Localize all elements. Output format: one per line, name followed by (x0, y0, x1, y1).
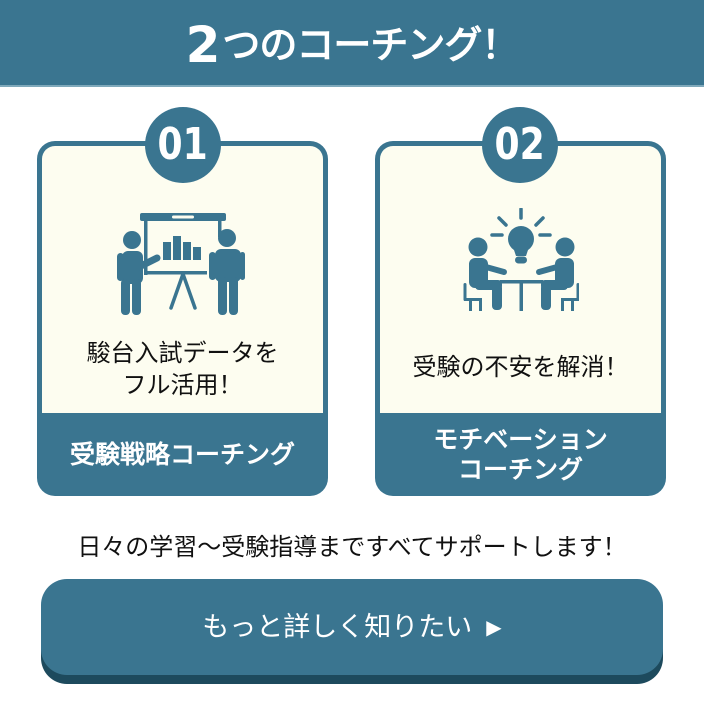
badge-number: 01 (157, 119, 209, 170)
play-arrow-icon: ▶ (486, 615, 502, 639)
number-badge: 01 (145, 107, 221, 183)
badge-number: 02 (494, 119, 546, 170)
card-label-line: コーチング (457, 454, 583, 484)
learn-more-label: もっと詳しく知りたい (202, 611, 473, 643)
support-subtitle: 日々の学習〜受験指導まですべてサポートします！ (77, 533, 627, 561)
card-label: 受験戦略コーチング (37, 413, 328, 496)
presentation-icon (117, 213, 245, 315)
card-description: 駿台入試データを フル活用！ (37, 337, 328, 401)
card-description-line: フル活用！ (122, 371, 243, 399)
card-description-line: 受験の不安を解消！ (412, 353, 629, 381)
card-label-line: モチベーション (433, 424, 608, 454)
coaching-card-motivation: 受験の不安を解消！ モチベーション コーチング (375, 141, 666, 496)
person-right (536, 237, 579, 311)
learn-more-button[interactable]: もっと詳しく知りたい ▶ (41, 579, 663, 675)
page-header: 2 つのコーチング！ (0, 0, 704, 87)
card-label: モチベーション コーチング (375, 413, 666, 496)
number-badge: 02 (482, 107, 558, 183)
page-title: つのコーチング！ (222, 22, 519, 67)
title-number: 2 (185, 15, 221, 74)
person-left (463, 237, 502, 311)
card-description: 受験の不安を解消！ (375, 351, 666, 383)
meeting-idea-icon (463, 208, 579, 311)
card-description-line: 駿台入試データを (86, 339, 279, 367)
card-panel (380, 146, 661, 413)
coaching-card-strategy: 駿台入試データを フル活用！ 受験戦略コーチング (37, 141, 328, 496)
card-label-line: 受験戦略コーチング (69, 439, 295, 469)
